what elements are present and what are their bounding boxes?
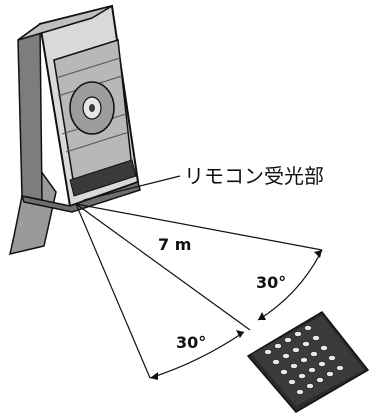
remote-button	[292, 347, 300, 353]
remote-button	[290, 363, 298, 369]
remote-button	[336, 365, 344, 371]
remote-button	[326, 371, 334, 377]
remote-button	[296, 389, 304, 395]
remote-button	[312, 335, 320, 341]
remote-button	[308, 367, 316, 373]
distance-label: 7 m	[158, 235, 191, 254]
remote-button	[298, 373, 306, 379]
remote-button	[328, 355, 336, 361]
remote-button	[294, 331, 302, 337]
cone-center-line	[75, 203, 251, 331]
remote-button	[304, 325, 312, 331]
remote-control-icon	[246, 311, 370, 413]
sensor-label: リモコン受光部	[184, 164, 324, 188]
remote-button	[306, 383, 314, 389]
reception-cone	[75, 203, 323, 379]
remote-button	[264, 349, 272, 355]
remote-button	[318, 361, 326, 367]
remote-button	[320, 345, 328, 351]
remote-button	[280, 369, 288, 375]
arc-right	[257, 249, 323, 321]
arc-left	[149, 331, 245, 379]
arrowheads	[150, 250, 322, 380]
remote-button	[282, 353, 290, 359]
remote-button	[300, 357, 308, 363]
remote-button	[272, 359, 280, 365]
sensor-leader-line	[83, 175, 181, 201]
remote-button	[316, 377, 324, 383]
angle-left-label: 30°	[176, 333, 206, 352]
remote-button	[288, 379, 296, 385]
remote-button	[310, 351, 318, 357]
remote-button	[284, 337, 292, 343]
cone-edge-right	[75, 203, 323, 251]
remote-button	[274, 343, 282, 349]
remote-button	[302, 341, 310, 347]
cd-stereo-icon	[9, 4, 141, 256]
angle-right-label: 30°	[256, 273, 286, 292]
cone-edge-left	[75, 203, 151, 379]
remote-buttons	[264, 325, 344, 395]
